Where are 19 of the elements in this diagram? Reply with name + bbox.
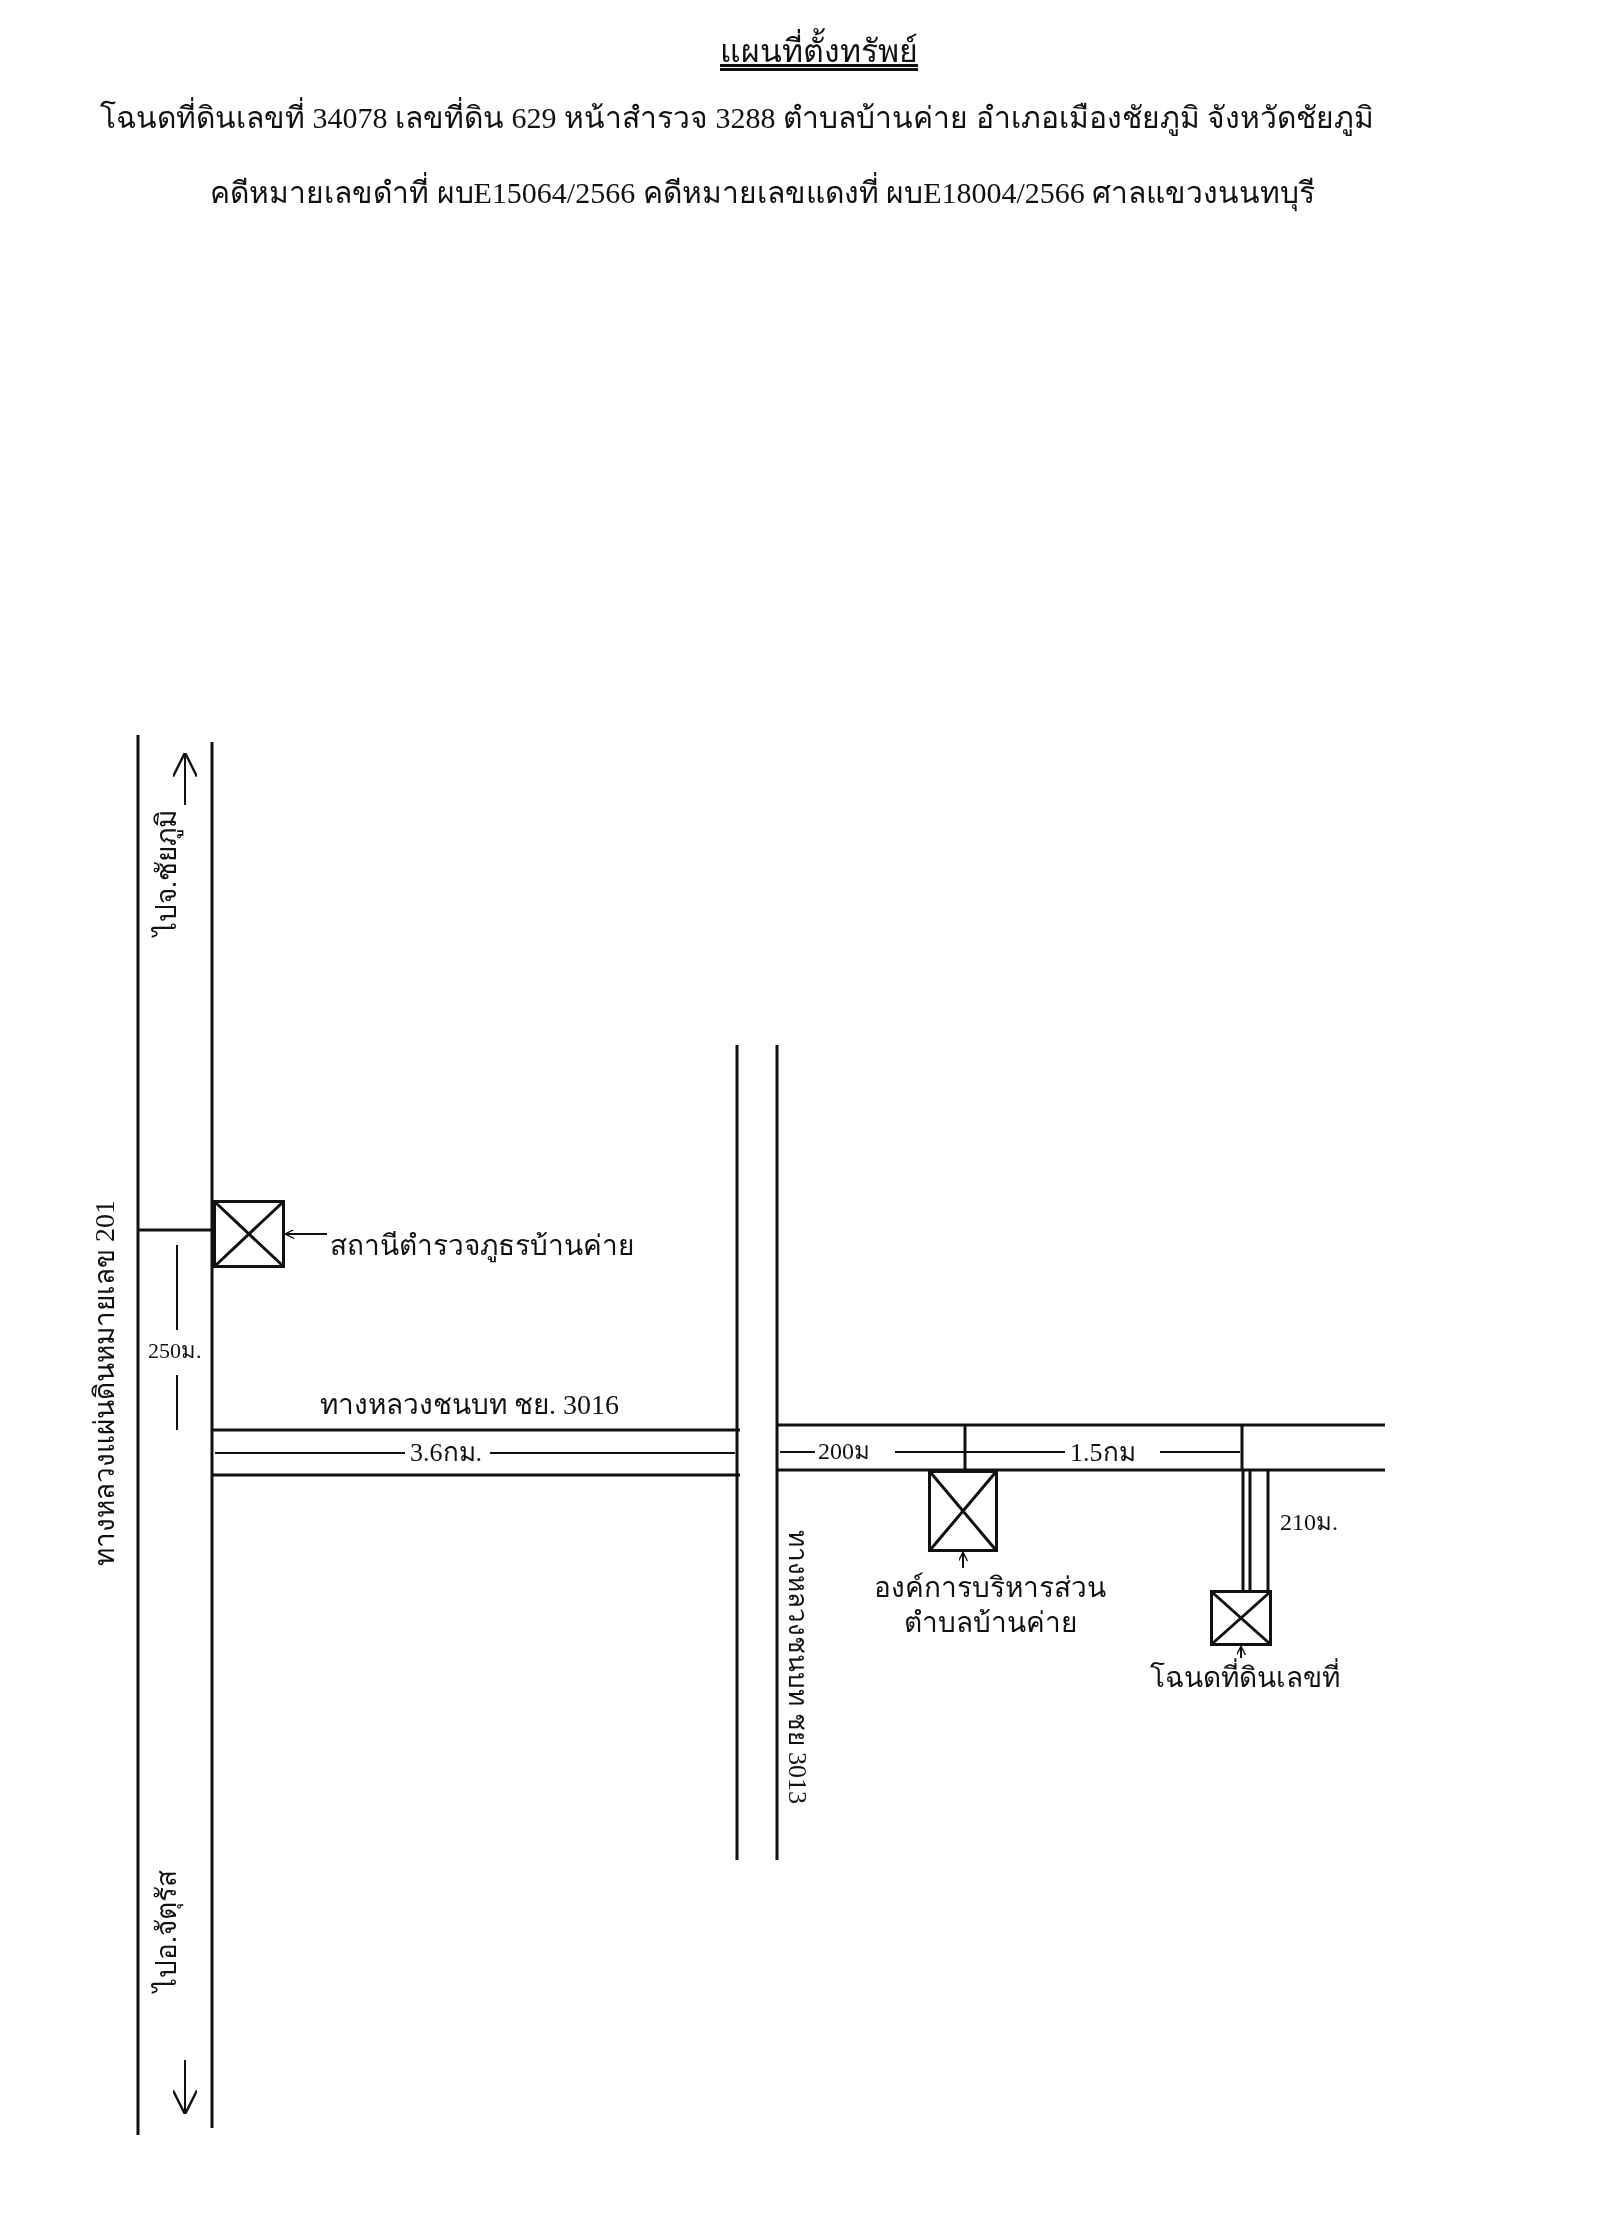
road-name-label: ทางหลวงชนบท ชย 3013 bbox=[782, 1530, 814, 1804]
leader-arrow bbox=[1235, 1645, 1247, 1659]
distance-label: 250ม. bbox=[148, 1338, 202, 1365]
distance-label: 210ม. bbox=[1280, 1508, 1338, 1537]
road-name-label: ทางหลวงแผ่นดินหมายเลข 201 bbox=[88, 1200, 121, 1566]
road-name-label: ทางหลวงชนบท ชย. 3016 bbox=[320, 1388, 619, 1422]
leader-arrow bbox=[957, 1551, 969, 1569]
building-symbol bbox=[213, 1200, 285, 1268]
place-label: โฉนดที่ดินเลขที่ bbox=[1150, 1660, 1340, 1695]
leader-arrow bbox=[284, 1228, 328, 1240]
distance-label: 3.6กม. bbox=[410, 1437, 482, 1469]
road-direction-label: ไปอ.จัตุรัส bbox=[150, 1870, 184, 1992]
distance-label: 1.5กม bbox=[1070, 1437, 1136, 1469]
place-label: สถานีตำรวจภูธรบ้านค่าย bbox=[330, 1228, 634, 1263]
building-symbol bbox=[1210, 1590, 1272, 1646]
building-symbol bbox=[928, 1470, 998, 1552]
distance-label: 200ม bbox=[818, 1437, 870, 1466]
place-label: องค์การบริหารส่วนตำบลบ้านค่าย bbox=[860, 1570, 1120, 1640]
road-direction-label: ไปจ.ชัยภูมิ bbox=[150, 810, 184, 936]
